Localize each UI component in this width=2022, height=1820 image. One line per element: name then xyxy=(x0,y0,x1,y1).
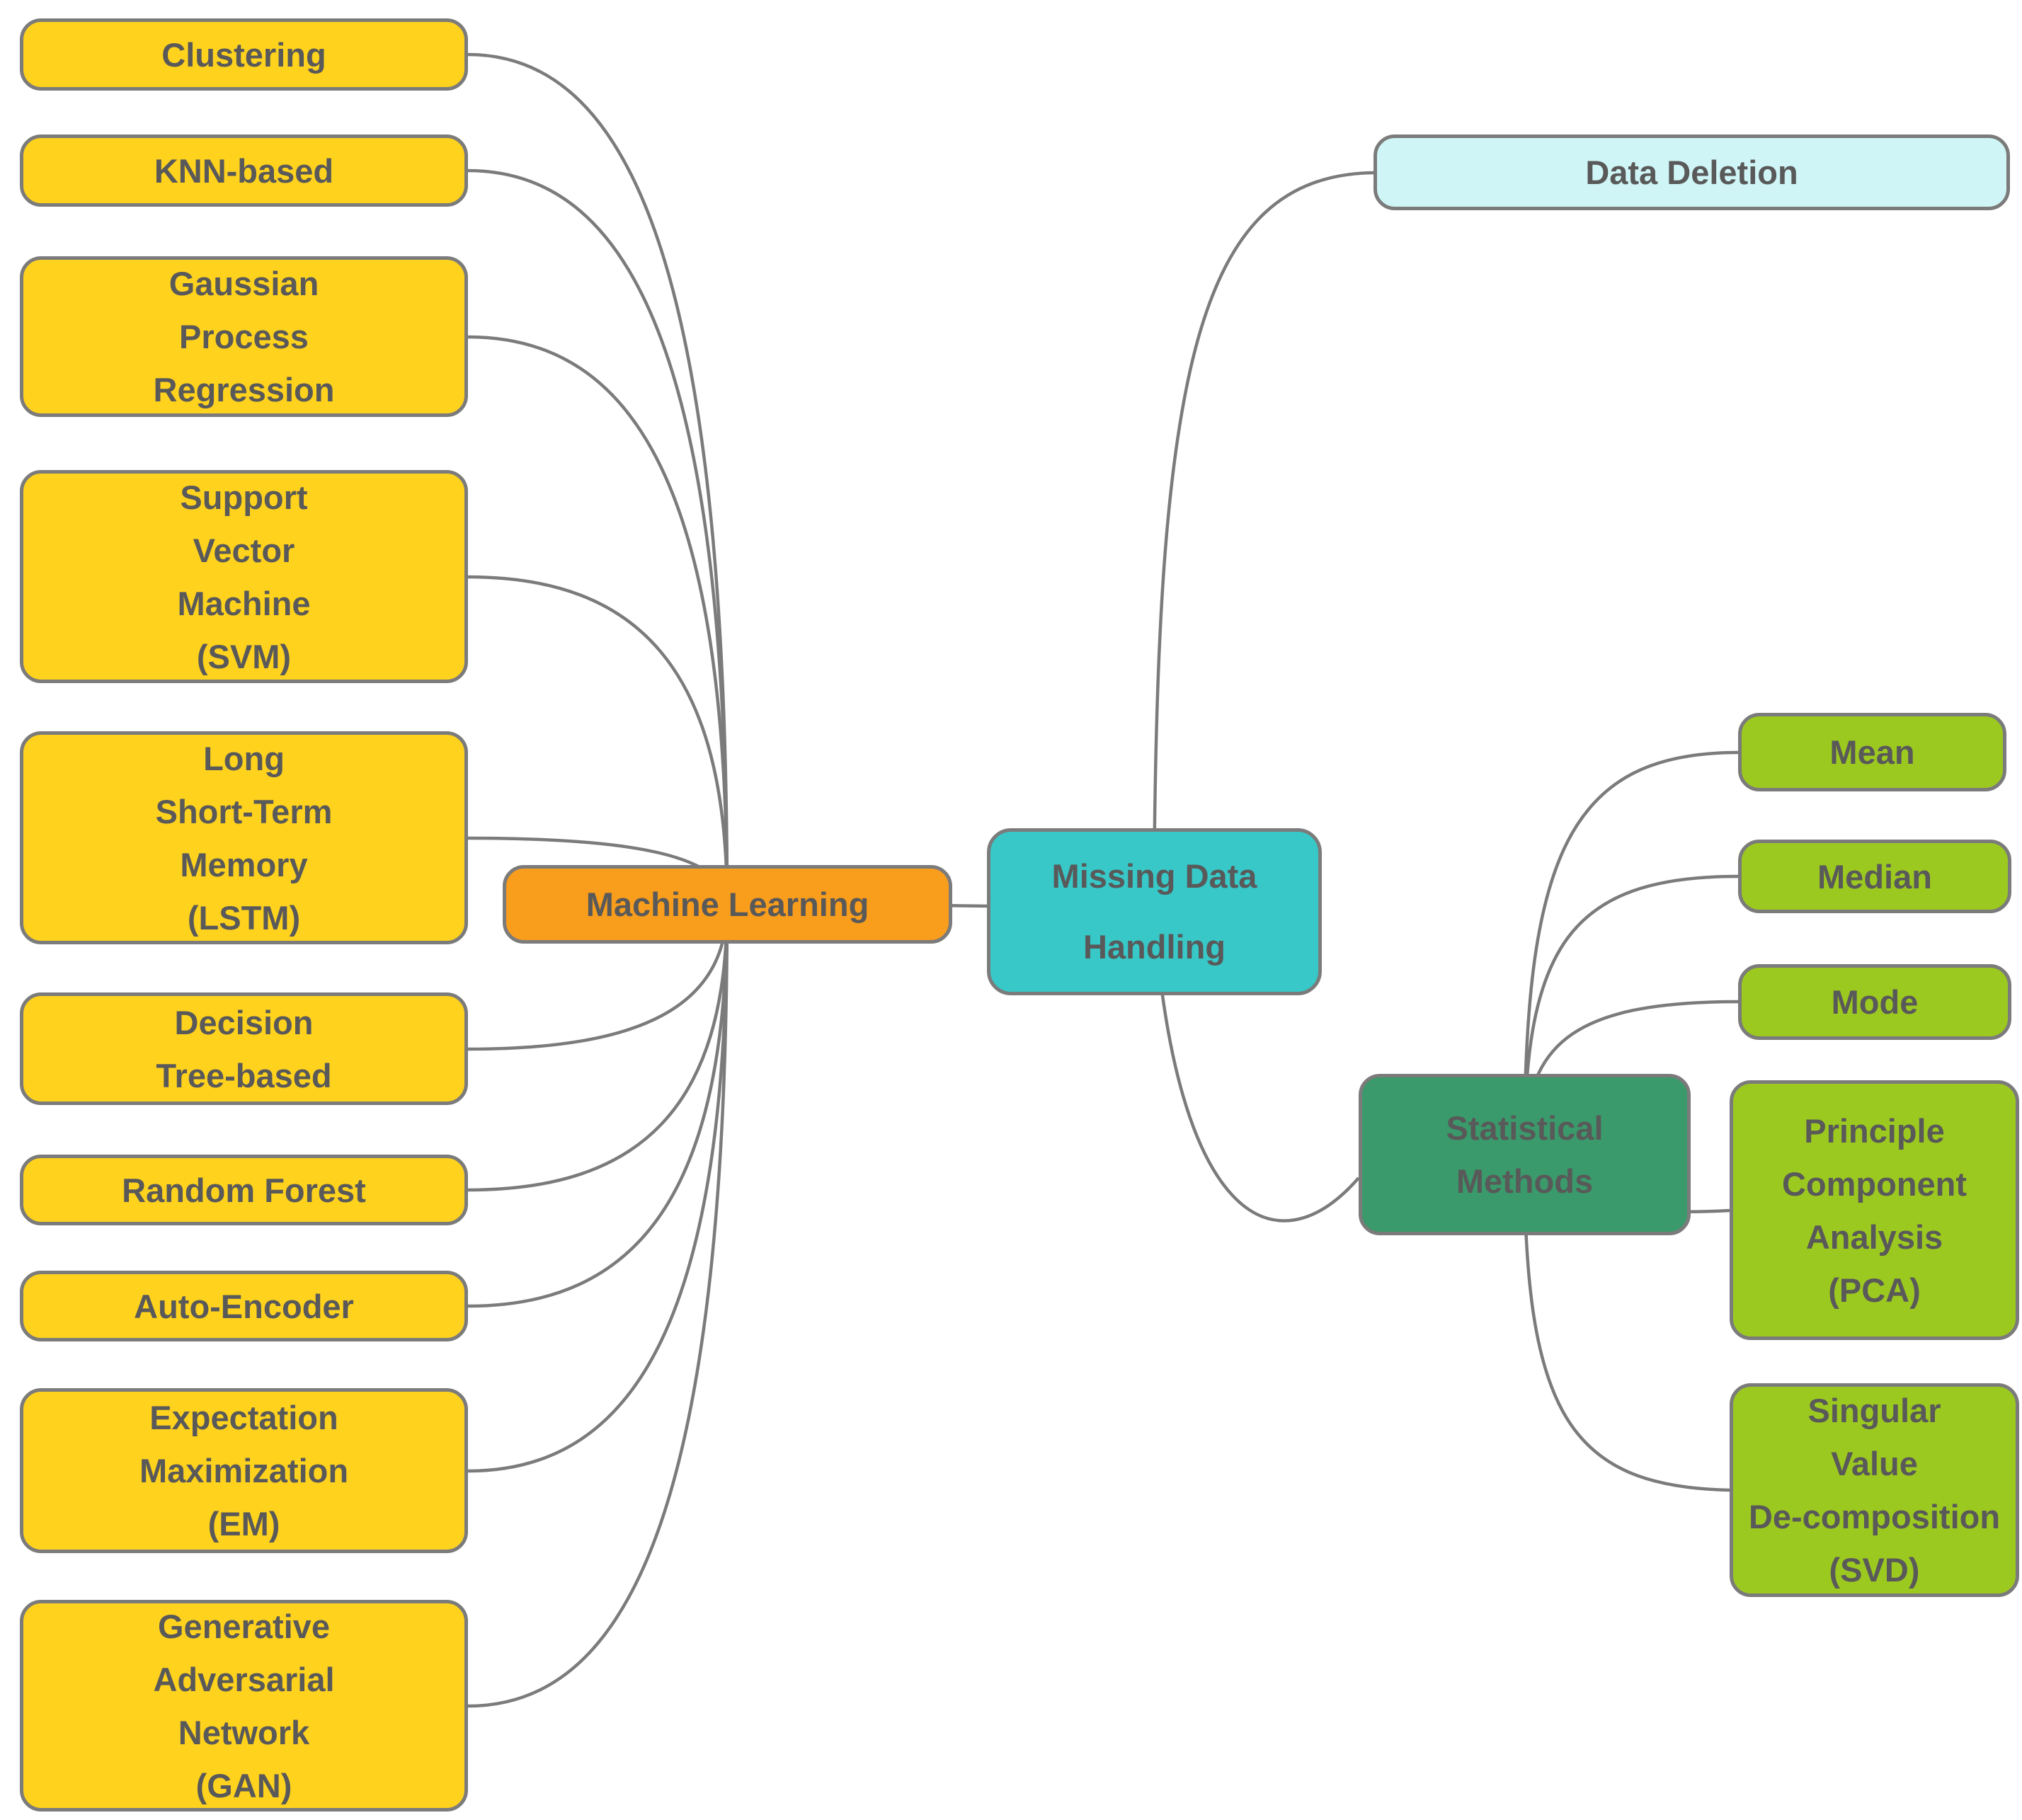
edge-ml-clustering xyxy=(467,52,729,905)
node-clustering: Clustering xyxy=(20,18,468,91)
node-statistical-methods: Statistical Methods xyxy=(1359,1074,1691,1235)
node-random-forest: Random Forest xyxy=(20,1155,468,1225)
edge-ml-random-forest xyxy=(467,904,729,1192)
edge-root-data-deletion xyxy=(1152,171,1374,912)
node-long-short-term-memory: Long Short-Term Memory (LSTM) xyxy=(20,731,468,944)
edge-root-statistical-methods xyxy=(1152,911,1360,1223)
node-decision-tree-based: Decision Tree-based xyxy=(20,992,468,1105)
node-mode: Mode xyxy=(1738,964,2011,1040)
edge-ml-decision xyxy=(467,904,729,1051)
edge-sm-mean xyxy=(1522,750,1739,1155)
node-missing-data-handling: Missing Data Handling xyxy=(987,828,1322,995)
node-auto-encoder: Auto-Encoder xyxy=(20,1271,468,1341)
node-knn-based: KNN-based xyxy=(20,135,468,207)
edge-ml-auto-encoder xyxy=(467,904,729,1308)
node-singular-value-decomposition: Singular Value De-composition (SVD) xyxy=(1730,1383,2019,1597)
edge-ml-em xyxy=(467,904,729,1473)
node-machine-learning: Machine Learning xyxy=(503,865,952,944)
node-gaussian-process-regression: Gaussian Process Regression xyxy=(20,256,468,417)
edge-ml-knn xyxy=(467,168,729,905)
node-median: Median xyxy=(1738,840,2011,913)
edge-ml-svm xyxy=(467,575,729,905)
node-principle-component-analysis: Principle Component Analysis (PCA) xyxy=(1730,1080,2019,1340)
edge-ml-gaussian xyxy=(467,335,729,905)
node-support-vector-machine: Support Vector Machine (SVM) xyxy=(20,470,468,683)
node-mean: Mean xyxy=(1738,713,2006,791)
node-data-deletion: Data Deletion xyxy=(1373,135,2010,210)
node-generative-adversarial-network: Generative Adversarial Network (GAN) xyxy=(20,1600,468,1812)
edge-sm-svd xyxy=(1522,1154,1730,1492)
edge-ml-gan xyxy=(467,904,729,1708)
node-expectation-maximization: Expectation Maximization (EM) xyxy=(20,1388,468,1553)
